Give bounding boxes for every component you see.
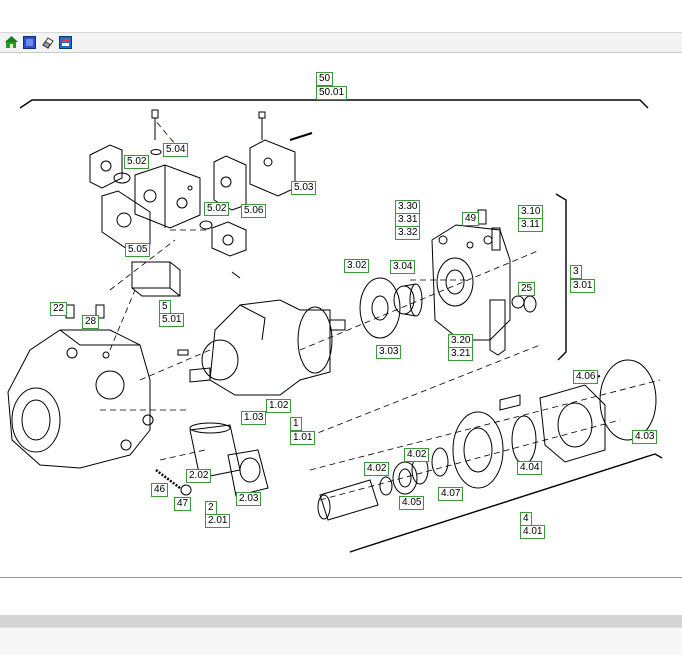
part-4-drive-group bbox=[317, 359, 657, 521]
part-2-cylinder bbox=[155, 422, 269, 497]
part-5-04-screw bbox=[150, 109, 162, 155]
part-label-l201[interactable]: 2.01 bbox=[205, 514, 231, 528]
part-label-l502a[interactable]: 5.02 bbox=[124, 155, 150, 169]
part-label-l103[interactable]: 1.03 bbox=[241, 411, 267, 425]
part-5-02-flange bbox=[89, 144, 131, 189]
part-label-l203[interactable]: 2.03 bbox=[236, 492, 262, 506]
part-5-01-solenoid bbox=[131, 261, 181, 297]
footer-bar bbox=[0, 627, 682, 655]
part-label-l405[interactable]: 4.05 bbox=[399, 496, 425, 510]
part-label-l49[interactable]: 49 bbox=[462, 212, 480, 226]
part-label-l505[interactable]: 5.05 bbox=[125, 243, 151, 257]
grid-icon[interactable] bbox=[22, 36, 36, 50]
part-label-l502b[interactable]: 5.02 bbox=[204, 202, 230, 216]
part-label-l407[interactable]: 4.07 bbox=[438, 487, 464, 501]
group-bracket-4 bbox=[349, 453, 663, 553]
part-5-05-gasket bbox=[101, 190, 151, 252]
settings-icon[interactable] bbox=[58, 36, 72, 50]
part-label-l102[interactable]: 1.02 bbox=[266, 399, 292, 413]
part-label-l301[interactable]: 3.01 bbox=[570, 279, 596, 293]
part-label-l501[interactable]: 5.01 bbox=[159, 313, 185, 327]
part-label-l406[interactable]: 4.06 bbox=[573, 370, 599, 384]
part-label-l402a[interactable]: 4.02 bbox=[404, 448, 430, 462]
part-3-port-plate bbox=[431, 209, 537, 356]
window-title-bar bbox=[0, 0, 682, 33]
part-label-l101[interactable]: 1.01 bbox=[290, 431, 316, 445]
part-label-l332[interactable]: 3.32 bbox=[395, 226, 421, 240]
part-label-l302[interactable]: 3.02 bbox=[344, 259, 370, 273]
part-label-l401[interactable]: 4.01 bbox=[520, 525, 546, 539]
part-label-l2[interactable]: 2 bbox=[205, 501, 217, 515]
part-label-l22[interactable]: 22 bbox=[50, 302, 68, 316]
diagram-drawing bbox=[7, 99, 663, 553]
part-label-l202[interactable]: 2.02 bbox=[186, 469, 212, 483]
part-3-03-disc bbox=[359, 277, 423, 339]
toolbar bbox=[0, 33, 682, 53]
part-housing bbox=[7, 304, 154, 469]
part-label-l304[interactable]: 3.04 bbox=[390, 260, 416, 274]
horizontal-scrollbar[interactable] bbox=[0, 615, 682, 627]
part-label-l310[interactable]: 3.10 bbox=[518, 205, 544, 219]
part-label-l303[interactable]: 3.03 bbox=[376, 345, 402, 359]
part-label-l46[interactable]: 46 bbox=[151, 483, 169, 497]
part-label-l47[interactable]: 47 bbox=[174, 497, 192, 511]
assembly-lines bbox=[100, 119, 661, 501]
group-bracket-50 bbox=[19, 99, 649, 109]
part-label-l503[interactable]: 5.03 bbox=[291, 181, 317, 195]
part-label-l404[interactable]: 4.04 bbox=[517, 461, 543, 475]
part-label-l50[interactable]: 50 bbox=[316, 72, 334, 86]
part-label-l320[interactable]: 3.20 bbox=[448, 334, 474, 348]
eraser-icon[interactable] bbox=[40, 36, 54, 50]
part-label-l4[interactable]: 4 bbox=[520, 512, 532, 526]
status-area bbox=[0, 577, 682, 616]
part-label-l5001[interactable]: 50.01 bbox=[316, 86, 348, 100]
group-bracket-3 bbox=[555, 193, 567, 361]
part-label-l402b[interactable]: 4.02 bbox=[364, 462, 390, 476]
part-5-02-small-flange bbox=[199, 220, 247, 279]
part-label-l5[interactable]: 5 bbox=[159, 300, 171, 314]
part-label-l3[interactable]: 3 bbox=[570, 265, 582, 279]
part-label-l311[interactable]: 3.11 bbox=[518, 218, 543, 232]
home-icon[interactable] bbox=[4, 36, 18, 50]
part-label-l331[interactable]: 3.31 bbox=[395, 213, 421, 227]
part-label-l403[interactable]: 4.03 bbox=[632, 430, 658, 444]
part-label-l321[interactable]: 3.21 bbox=[448, 347, 474, 361]
part-1-rotary-group bbox=[177, 299, 346, 396]
part-label-l504[interactable]: 5.04 bbox=[163, 143, 189, 157]
part-label-l28[interactable]: 28 bbox=[82, 315, 100, 329]
part-5-valve-block bbox=[134, 164, 201, 229]
part-label-l1[interactable]: 1 bbox=[290, 417, 302, 431]
part-label-l25[interactable]: 25 bbox=[518, 282, 536, 296]
part-label-l330[interactable]: 3.30 bbox=[395, 200, 421, 214]
part-label-l506[interactable]: 5.06 bbox=[241, 204, 267, 218]
